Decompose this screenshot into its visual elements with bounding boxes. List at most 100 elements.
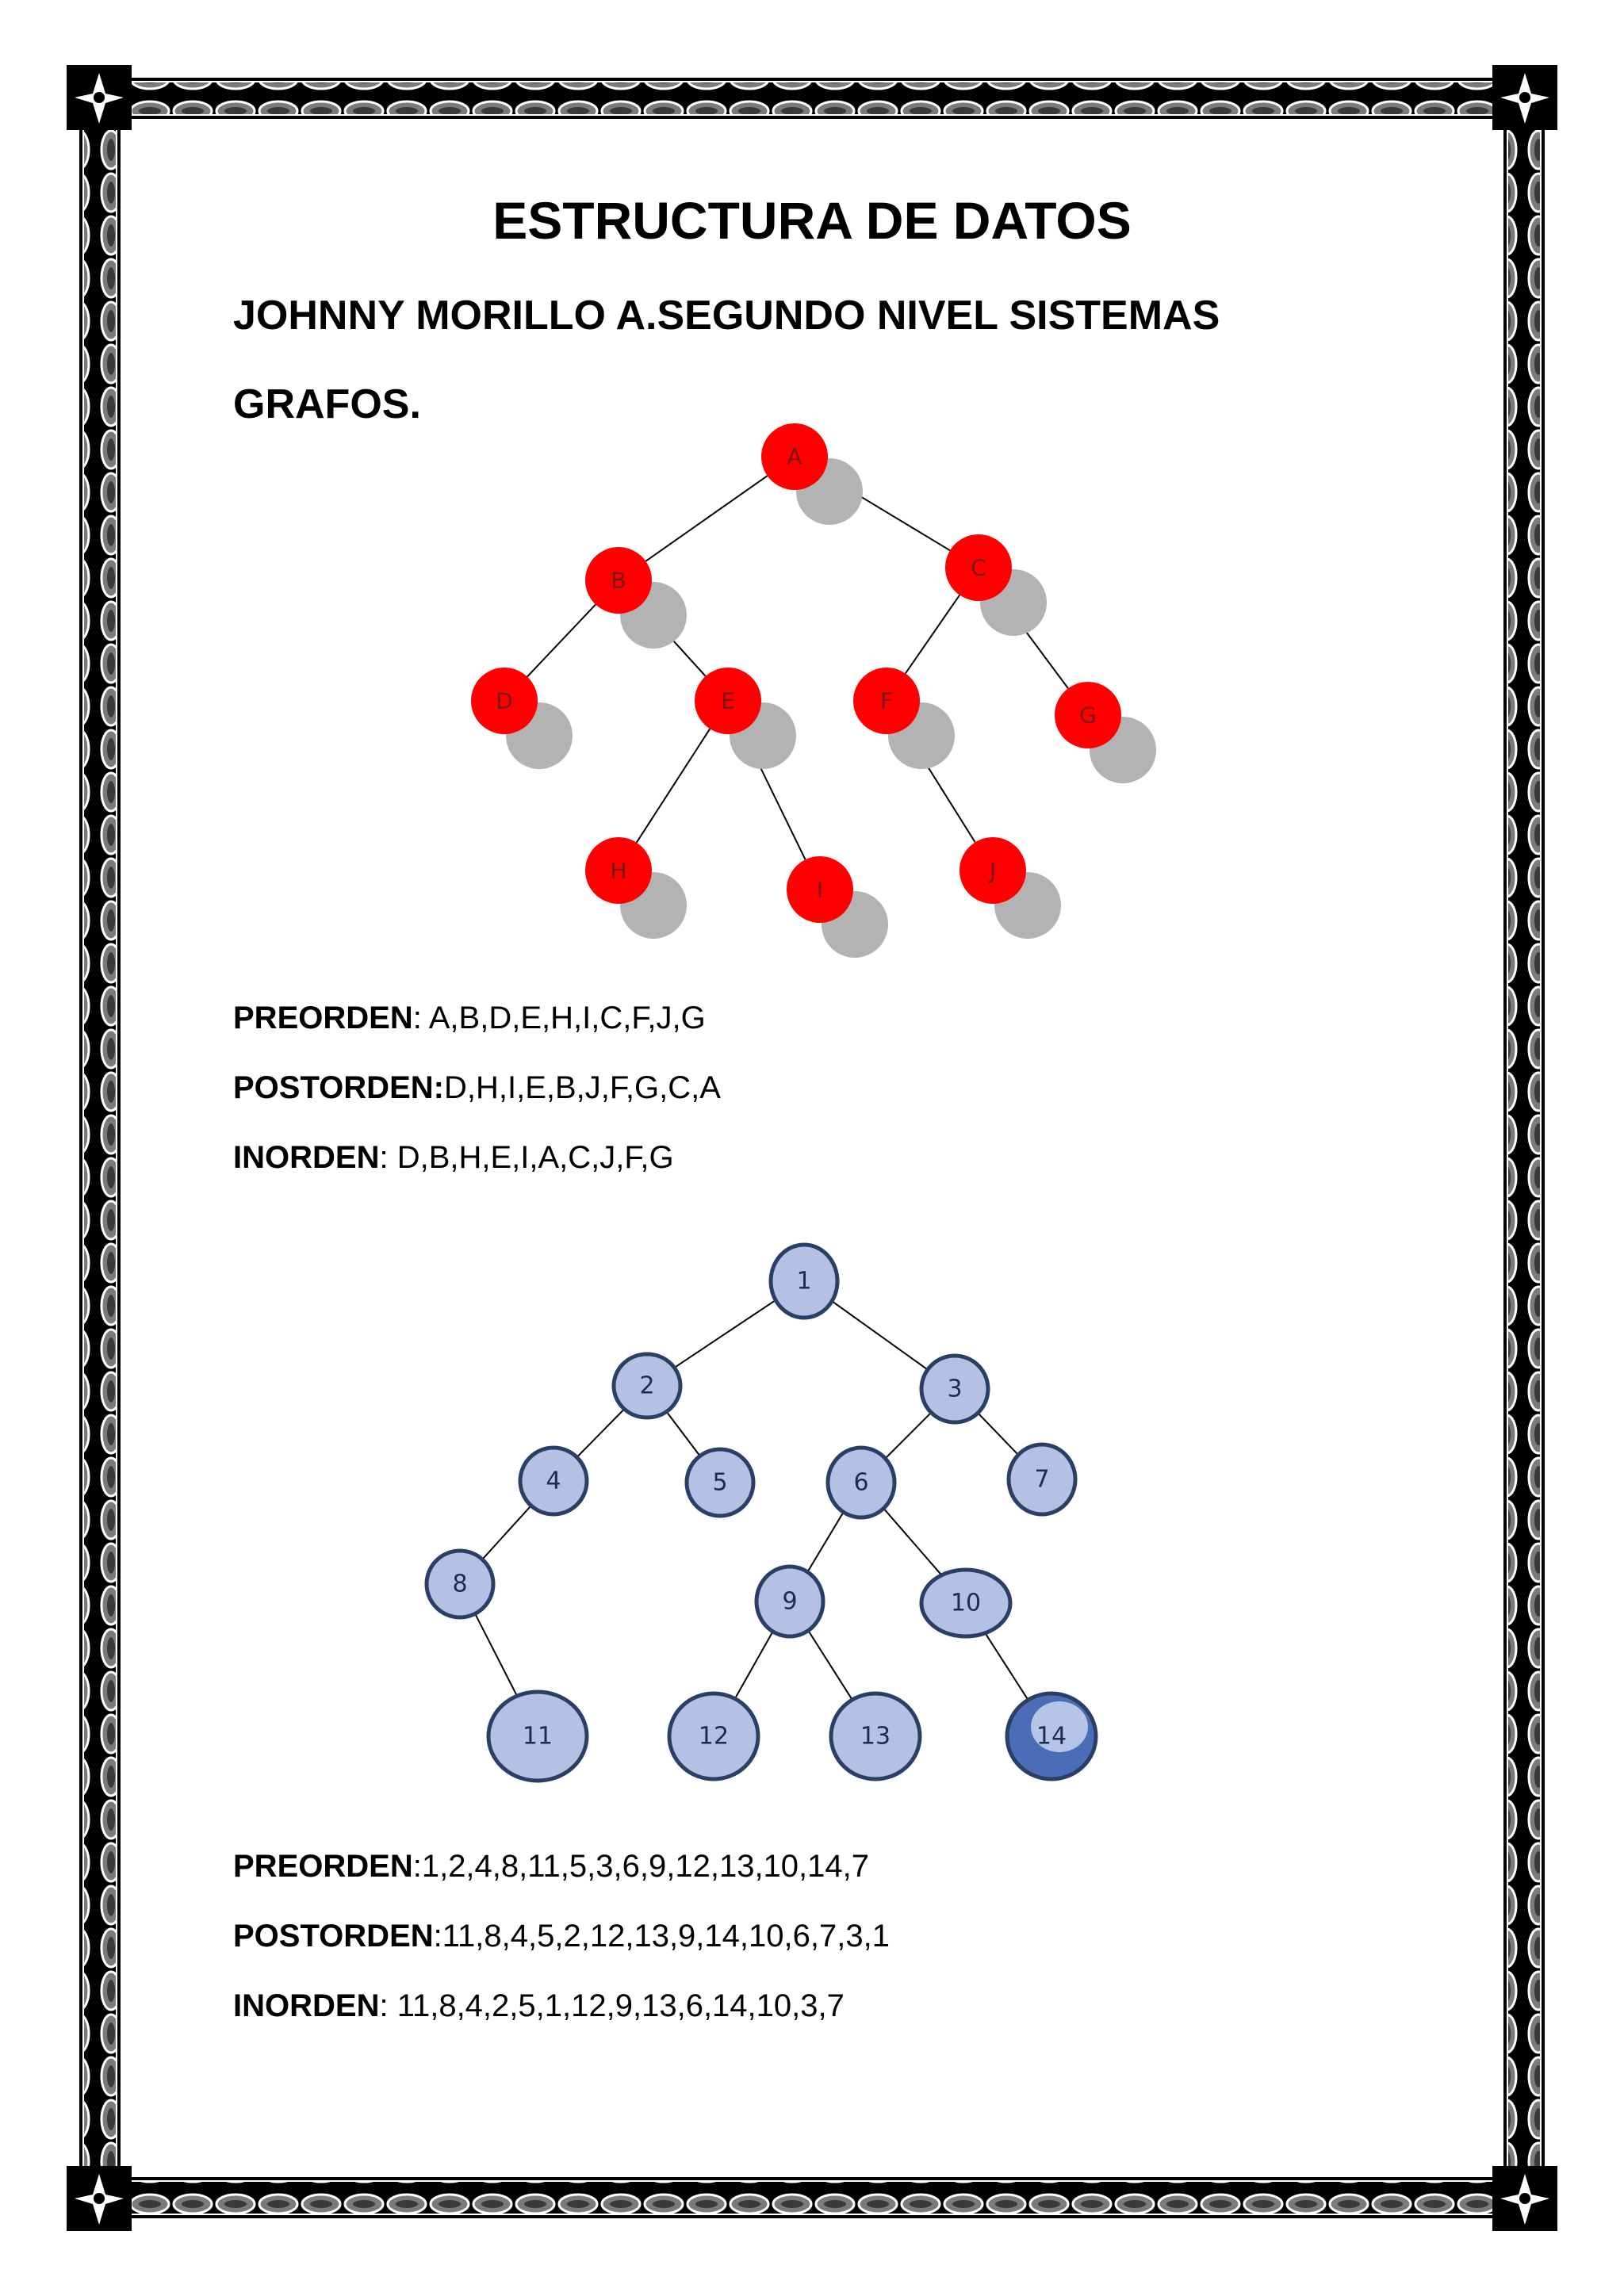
traversal-label: POSTORDEN: [233, 1919, 434, 1954]
node-circle: [919, 1567, 1013, 1639]
node-label: 4: [546, 1468, 561, 1495]
traversal-label: INORDEN: [233, 1140, 380, 1175]
tree1-node-C: C: [945, 534, 1047, 636]
node-label: 5: [712, 1469, 727, 1497]
tree2-edge-2-4: [576, 1408, 626, 1458]
tree2-node-3: 3: [919, 1353, 990, 1425]
traversal-value: D,B,H,E,I,A,C,J,F,G: [396, 1140, 674, 1175]
node-circle: [585, 837, 652, 904]
node-label: 3: [947, 1376, 962, 1403]
traversal-separator: :: [412, 1849, 422, 1884]
tree1-node-E: E: [695, 668, 796, 769]
tree1-edge-C-F: [905, 594, 960, 675]
node-circle: [471, 668, 538, 734]
tree1-edge-E-H: [635, 728, 711, 844]
node-label: B: [611, 568, 626, 594]
traversal-label: INORDEN: [233, 1988, 380, 2023]
node-label: 6: [853, 1469, 868, 1497]
tree1-node-I: I: [787, 856, 888, 958]
tree1-edge-A-B: [645, 475, 768, 562]
tree2-edge-2-5: [665, 1410, 701, 1457]
traversal-value: A,B,D,E,H,I,C,F,J,G: [428, 1001, 706, 1035]
node-label: J: [988, 858, 996, 884]
tree2-edge-8-11: [474, 1613, 518, 1697]
node-label: 10: [951, 1590, 981, 1617]
tree2-node-5: 5: [684, 1447, 756, 1518]
tree2-postorden: POSTORDEN:11,8,4,5,2,12,13,9,14,10,6,7,3…: [233, 1919, 890, 1954]
page-title: ESTRUCTURA DE DATOS: [492, 191, 1132, 250]
corner-ornament-bottom-right: [1492, 2166, 1557, 2231]
section-heading: GRAFOS.: [233, 381, 421, 427]
tree2-node-9: 9: [754, 1564, 825, 1639]
tree2-edge-9-13: [807, 1630, 853, 1701]
tree1-node-J: J: [959, 837, 1061, 939]
node-highlight: [1031, 1701, 1088, 1752]
tree2-node-4: 4: [518, 1445, 589, 1517]
node-label: G: [1079, 702, 1097, 729]
node-label: 12: [699, 1723, 729, 1751]
tree2-edge-3-7: [977, 1412, 1019, 1456]
node-circle: [667, 1691, 760, 1781]
node-circle: [754, 1564, 825, 1639]
traversal-separator: :: [433, 1919, 442, 1954]
tree2-edge-6-10: [883, 1507, 943, 1576]
tree1-node-G: G: [1055, 682, 1156, 783]
tree1-node-H: H: [585, 837, 687, 939]
node-circle: [695, 668, 761, 734]
tree2-inorden: INORDEN: 11,8,4,2,5,1,12,9,13,6,14,10,3,…: [233, 1988, 845, 2024]
node-circle: [684, 1447, 756, 1518]
traversal-value: D,H,I,E,B,J,F,G,C,A: [443, 1070, 721, 1105]
tree2-edge-1-3: [831, 1300, 929, 1371]
node-label: 9: [782, 1588, 797, 1616]
node-circle: [611, 1352, 683, 1420]
node-label: 1: [796, 1268, 811, 1295]
tree1-node-D: D: [471, 668, 573, 769]
tree2-node-13: 13: [829, 1691, 922, 1781]
tree2-node-12: 12: [667, 1691, 760, 1781]
node-label: C: [971, 555, 986, 581]
tree2-node-8: 8: [424, 1548, 496, 1620]
tree2-preorden: PREORDEN:1,2,4,8,11,5,3,6,9,12,13,10,14,…: [233, 1849, 869, 1885]
tree1-node-F: F: [853, 668, 955, 769]
node-circle: [585, 547, 652, 614]
corner-ornament-bottom-left: [67, 2166, 132, 2231]
tree2-node-6: 6: [825, 1445, 897, 1520]
tree2-node-2: 2: [611, 1352, 683, 1420]
node-label: D: [496, 688, 513, 714]
tree2-node-14: 14: [1005, 1691, 1098, 1781]
tree2-edge-6-9: [806, 1511, 845, 1573]
node-circle: [787, 856, 853, 923]
node-circle: [825, 1445, 897, 1520]
node-circle: [1055, 682, 1121, 748]
author-subtitle: JOHNNY MORILLO A.SEGUNDO NIVEL SISTEMAS: [233, 293, 1220, 339]
node-label: 8: [452, 1571, 467, 1598]
traversal-value: 11,8,4,2,5,1,12,9,13,6,14,10,3,7: [396, 1988, 845, 2023]
tree1-node-B: B: [585, 547, 687, 649]
tree2-node-10: 10: [919, 1567, 1013, 1639]
tree2-edge-3-6: [884, 1411, 933, 1460]
corner-ornament-top-left: [67, 65, 132, 130]
tree1-edges: [527, 473, 1069, 860]
tree2-edge-1-2: [673, 1299, 776, 1368]
traversal-value: 11,8,4,5,2,12,13,9,14,10,6,7,3,1: [442, 1919, 890, 1954]
traversal-label: PREORDEN: [233, 1001, 413, 1035]
tree2-edge-9-12: [733, 1631, 774, 1700]
node-circle: [945, 534, 1012, 601]
traversal-separator: :: [412, 1001, 429, 1035]
tree2-edge-10-14: [984, 1632, 1029, 1701]
node-circle: [486, 1689, 589, 1783]
tree1-edge-B-D: [527, 603, 596, 678]
tree2-node-11: 11: [486, 1689, 589, 1783]
node-label: 7: [1034, 1466, 1049, 1494]
node-circle: [829, 1691, 922, 1781]
node-label: 13: [860, 1723, 891, 1751]
tree1-preorden: PREORDEN: A,B,D,E,H,I,C,F,J,G: [233, 1001, 706, 1036]
tree1-node-A: A: [761, 423, 863, 525]
node-label: H: [610, 858, 626, 884]
node-label: E: [721, 688, 735, 714]
node-label: 2: [639, 1372, 654, 1400]
node-circle: [761, 423, 828, 490]
traversal-label: PREORDEN: [233, 1849, 413, 1884]
tree2-edge-4-8: [481, 1505, 532, 1560]
tree2-node-7: 7: [1006, 1442, 1078, 1517]
